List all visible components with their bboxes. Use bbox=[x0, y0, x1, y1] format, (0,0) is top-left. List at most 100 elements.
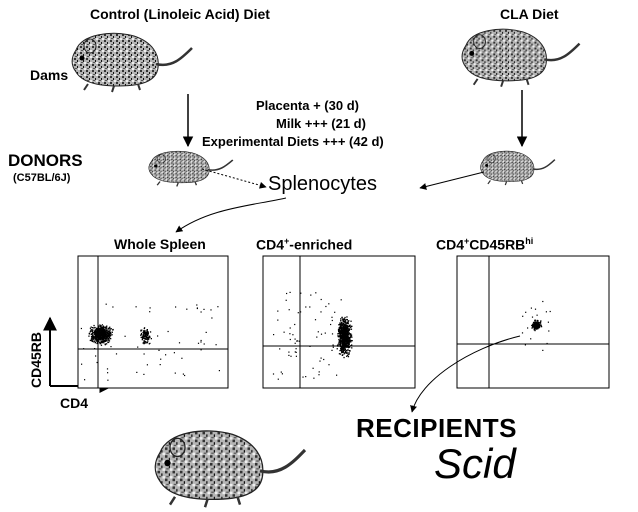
event-dot bbox=[305, 306, 306, 307]
event-dot bbox=[91, 327, 92, 328]
event-dot bbox=[537, 324, 538, 325]
event-dot bbox=[343, 328, 344, 329]
event-dot bbox=[540, 320, 541, 321]
event-dot bbox=[318, 331, 319, 332]
event-dot bbox=[94, 327, 95, 328]
event-dot bbox=[338, 344, 339, 345]
event-dot bbox=[211, 317, 212, 318]
event-dot bbox=[341, 337, 342, 338]
event-dot bbox=[305, 376, 306, 377]
mouse-icon bbox=[149, 151, 233, 186]
event-dot bbox=[106, 343, 107, 344]
event-dot bbox=[332, 320, 333, 321]
event-dot bbox=[100, 335, 101, 336]
event-dot bbox=[279, 348, 280, 349]
event-dot bbox=[345, 332, 346, 333]
event-dot bbox=[201, 340, 202, 341]
event-dot bbox=[340, 318, 341, 319]
event-dot bbox=[277, 311, 278, 312]
event-dot bbox=[298, 312, 299, 313]
event-dot bbox=[157, 335, 158, 336]
event-dot bbox=[343, 326, 344, 327]
event-dot bbox=[147, 342, 148, 343]
event-dot bbox=[531, 327, 532, 328]
event-dot bbox=[313, 368, 314, 369]
event-dot bbox=[350, 334, 351, 335]
event-dot bbox=[101, 341, 102, 342]
event-dot bbox=[92, 335, 93, 336]
event-dot bbox=[147, 334, 148, 335]
event-dot bbox=[318, 374, 319, 375]
event-dot bbox=[146, 337, 147, 338]
event-dot bbox=[91, 329, 92, 330]
event-dot bbox=[333, 347, 334, 348]
event-dot bbox=[158, 350, 159, 351]
event-dot bbox=[321, 358, 322, 359]
event-dot bbox=[295, 343, 296, 344]
event-dot bbox=[107, 342, 108, 343]
event-dot bbox=[343, 320, 344, 321]
event-dot bbox=[531, 325, 532, 326]
event-dot bbox=[346, 330, 347, 331]
event-dot bbox=[534, 329, 535, 330]
event-dot bbox=[95, 338, 96, 339]
event-dot bbox=[539, 324, 540, 325]
event-dot bbox=[137, 347, 138, 348]
event-dot bbox=[339, 331, 340, 332]
event-dot bbox=[290, 339, 291, 340]
event-dot bbox=[341, 324, 342, 325]
event-dot bbox=[110, 335, 111, 336]
event-dot bbox=[344, 317, 345, 318]
event-dot bbox=[141, 333, 142, 334]
event-dot bbox=[197, 308, 198, 309]
event-dot bbox=[345, 344, 346, 345]
event-dot bbox=[204, 343, 205, 344]
event-dot bbox=[348, 352, 349, 353]
event-dot bbox=[532, 324, 533, 325]
event-dot bbox=[116, 353, 117, 354]
event-dot bbox=[309, 346, 310, 347]
event-dot bbox=[284, 332, 285, 333]
event-dot bbox=[347, 328, 348, 329]
event-dot bbox=[108, 339, 109, 340]
event-dot bbox=[337, 335, 338, 336]
event-dot bbox=[325, 306, 326, 307]
event-dot bbox=[96, 331, 97, 332]
event-dot bbox=[346, 337, 347, 338]
event-dot bbox=[341, 317, 342, 318]
event-dot bbox=[347, 319, 348, 320]
event-dot bbox=[151, 338, 152, 339]
event-dot bbox=[341, 322, 342, 323]
event-dot bbox=[345, 319, 346, 320]
event-dot bbox=[146, 334, 147, 335]
event-dot bbox=[175, 373, 176, 374]
event-dot bbox=[537, 323, 538, 324]
event-dot bbox=[143, 336, 144, 337]
event-dot bbox=[107, 331, 108, 332]
event-dot bbox=[90, 328, 91, 329]
event-dot bbox=[328, 364, 329, 365]
event-dot bbox=[342, 349, 343, 350]
event-dot bbox=[99, 325, 100, 326]
event-dot bbox=[531, 308, 532, 309]
event-dot bbox=[98, 325, 99, 326]
event-dot bbox=[323, 359, 324, 360]
event-dot bbox=[550, 311, 551, 312]
event-dot bbox=[548, 322, 549, 323]
event-dot bbox=[273, 334, 274, 335]
event-dot bbox=[349, 353, 350, 354]
event-dot bbox=[342, 334, 343, 335]
event-dot bbox=[522, 316, 523, 317]
event-dot bbox=[95, 335, 96, 336]
event-dot bbox=[286, 293, 287, 294]
event-dot bbox=[316, 337, 317, 338]
event-dot bbox=[143, 342, 144, 343]
event-dot bbox=[525, 312, 526, 313]
event-dot bbox=[136, 306, 137, 307]
event-dot bbox=[100, 333, 101, 334]
event-dot bbox=[348, 331, 349, 332]
event-dot bbox=[98, 339, 99, 340]
event-dot bbox=[320, 311, 321, 312]
event-dot bbox=[91, 340, 92, 341]
event-dot bbox=[548, 330, 549, 331]
